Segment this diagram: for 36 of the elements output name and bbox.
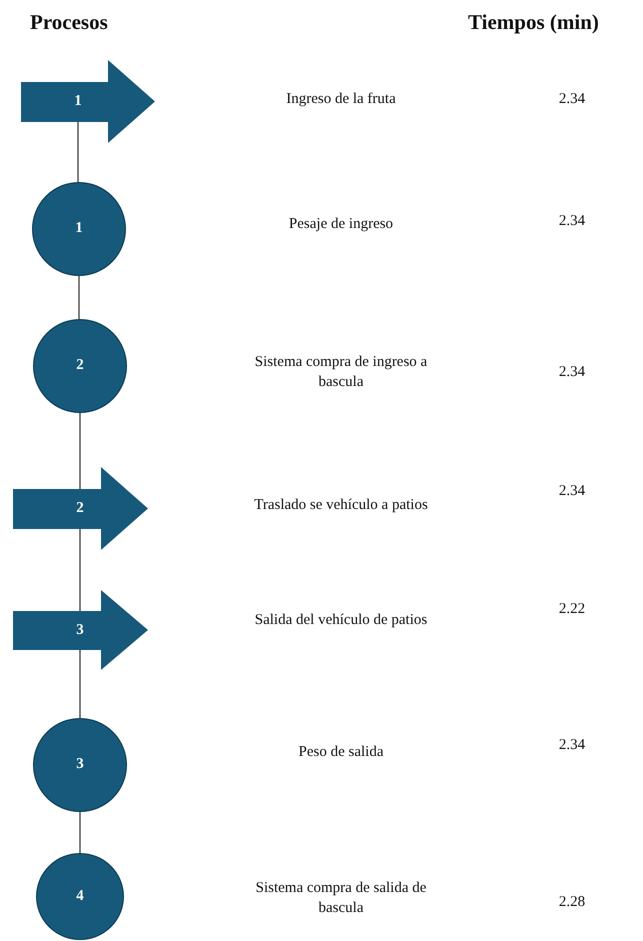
column-header: Procesos (30, 10, 108, 34)
connector-line (79, 413, 81, 489)
time-value: 2.22 (558, 600, 586, 618)
time-value: 2.34 (558, 482, 586, 500)
connector-line (77, 122, 79, 182)
time-value: 2.34 (558, 736, 586, 754)
connector-line (78, 276, 80, 319)
step-number: 2 (75, 357, 85, 373)
step-number: 1 (74, 220, 84, 236)
operation-circle (32, 182, 126, 276)
column-header: Tiempos (min) (468, 10, 599, 34)
step-number: 2 (75, 500, 85, 516)
step-number: 3 (75, 756, 85, 772)
process-description: Ingreso de la fruta (285, 90, 397, 109)
time-value: 2.34 (558, 90, 586, 108)
operation-circle (33, 718, 127, 812)
process-description: Peso de salida (298, 743, 384, 762)
process-description: Salida del vehículo de patios (254, 611, 428, 630)
process-description: Sistema compra de salida de bascula (254, 879, 428, 918)
step-number: 3 (75, 622, 85, 638)
time-value: 2.34 (558, 363, 586, 381)
process-description: Pesaje de ingreso (288, 215, 394, 234)
step-number: 4 (75, 888, 85, 904)
connector-line (79, 650, 81, 718)
process-description: Sistema compra de ingreso a bascula (254, 353, 428, 392)
transport-arrow (13, 590, 148, 670)
connector-line (79, 812, 81, 853)
time-value: 2.28 (558, 893, 586, 911)
time-value: 2.34 (558, 212, 586, 230)
transport-arrow (21, 60, 155, 143)
step-number: 1 (73, 93, 83, 109)
operation-circle (36, 853, 124, 940)
connector-line (79, 529, 81, 611)
process-description: Traslado se vehículo a patios (253, 496, 429, 515)
transport-arrow (13, 467, 148, 550)
operation-circle (33, 319, 127, 413)
